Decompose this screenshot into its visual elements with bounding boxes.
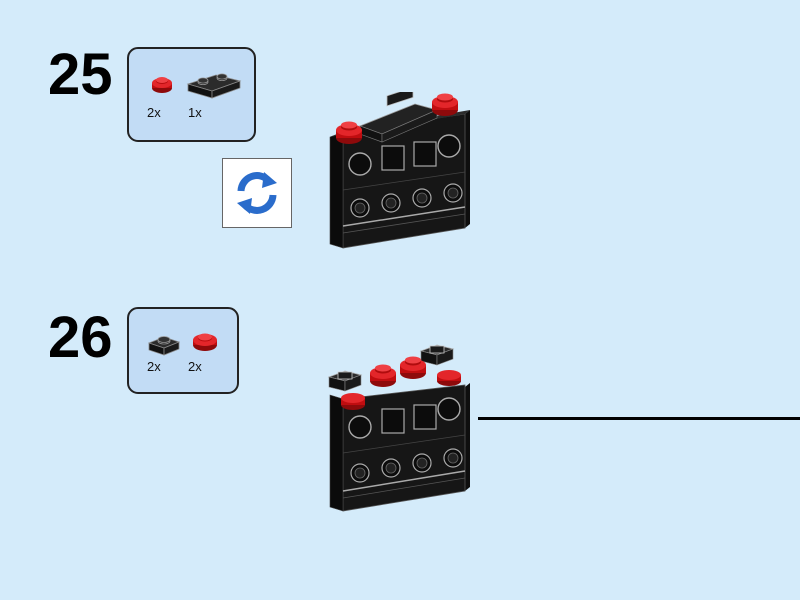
rotate-model-icon xyxy=(237,172,277,214)
part-quantity: 2x xyxy=(188,359,202,374)
black-plate-1x2-icon xyxy=(186,73,242,99)
assembly-model-step-25 xyxy=(329,92,470,249)
part-quantity: 2x xyxy=(147,359,161,374)
step-number-25: 25 xyxy=(48,42,113,107)
red-round-plate-1x1-icon xyxy=(193,333,217,351)
parts-list-step-26: 2x 2x xyxy=(127,307,239,394)
part-quantity: 1x xyxy=(188,105,202,120)
pointer-line xyxy=(478,417,800,420)
parts-list-step-25: 2x 1x xyxy=(127,47,256,142)
rotate-model-callout xyxy=(222,158,292,228)
assembly-model-step-26 xyxy=(327,344,470,512)
black-plate-1x1-icon xyxy=(147,336,181,356)
step-number-26: 26 xyxy=(48,305,113,370)
part-quantity: 2x xyxy=(147,105,161,120)
red-round-plate-1x1-icon xyxy=(152,77,172,93)
